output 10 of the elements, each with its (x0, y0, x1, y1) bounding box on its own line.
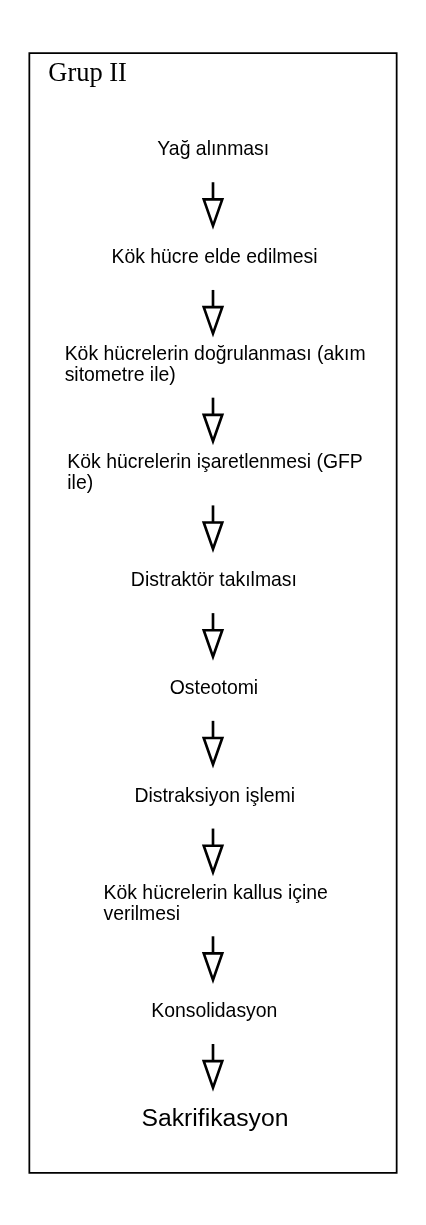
node-text: Kök hücrelerin doğrulanması (akım sitometre ile) (64, 341, 366, 385)
node-text: Konsolidasyon (151, 998, 278, 1021)
node-text: Distraksiyon işlemi (134, 783, 296, 806)
node-text: Yağ alınması (157, 136, 270, 159)
node-text: Kök hücrelerin işaretlenmesi (GFP ile) (67, 449, 363, 493)
node-text: Distraktör takılması (130, 567, 297, 590)
node-text: Kök hücre elde edilmesi (111, 244, 318, 267)
node-text: Osteotomi (169, 675, 259, 698)
node-text: Sakrifikasyon (141, 1103, 289, 1131)
node-text: Kök hücrelerin kallus içine verilmesi (103, 880, 328, 924)
